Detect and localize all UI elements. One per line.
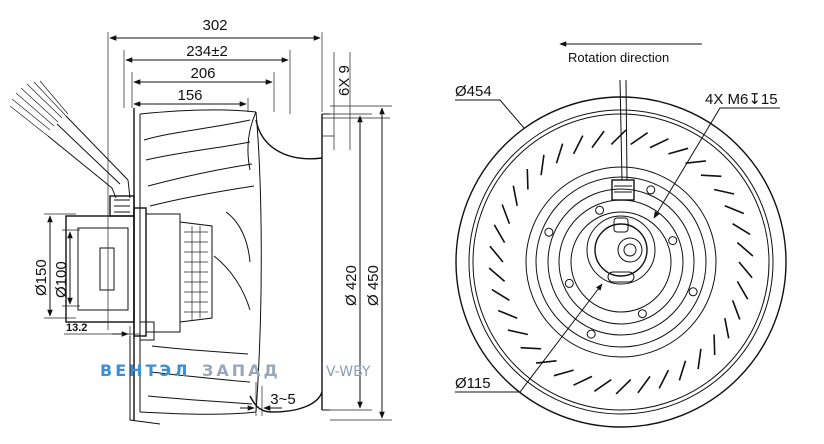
- blade-slot: [649, 138, 669, 149]
- dim-offset-13-2: 13.2: [66, 322, 87, 334]
- blade-slots: [488, 129, 754, 395]
- blade-slot: [724, 205, 745, 215]
- blade-slot: [658, 369, 670, 389]
- dim-dia-100: Ø100: [53, 261, 70, 298]
- blade-slot: [591, 130, 605, 149]
- dim-dia-450: Ø 450: [365, 265, 382, 306]
- hub-hole: [688, 287, 698, 297]
- dim-dia-454: Ø454: [455, 83, 492, 100]
- blade-slot: [520, 346, 542, 350]
- dim-threads: 4X M6↧15: [705, 91, 778, 108]
- blade-slot: [736, 280, 749, 300]
- dim-length-206: 206: [190, 65, 215, 82]
- blade-slot: [593, 378, 612, 392]
- blade-slot: [731, 300, 741, 320]
- blade-slot: [493, 224, 506, 244]
- blade-slot: [713, 188, 735, 195]
- dim-length-156: 156: [177, 87, 202, 104]
- hub-hole: [637, 309, 647, 319]
- hub-slot: [607, 271, 635, 283]
- side-view: 302 234±2 206 156 6X 9 Ø 420 Ø 450 Ø150 …: [9, 17, 392, 425]
- hub-hole: [646, 185, 656, 195]
- side-dimension-lines: [44, 32, 392, 421]
- hub-hole: [595, 205, 605, 215]
- blade-slot: [732, 223, 751, 236]
- hub-holes: [544, 185, 698, 339]
- blade-slot: [512, 185, 518, 206]
- hub-hole: [668, 236, 678, 246]
- blade-slot: [738, 261, 753, 279]
- inlet-ring: [249, 113, 330, 413]
- dim-mount-holes: 6X 9: [336, 65, 353, 96]
- blade-slot: [488, 267, 506, 283]
- hub-hole: [544, 227, 554, 237]
- dim-dia-420: Ø 420: [343, 265, 360, 306]
- hub-key: [613, 217, 629, 233]
- front-view: Rotation direction: [455, 41, 787, 428]
- blade-slot: [678, 360, 687, 381]
- watermark: ВЕНТЭЛ ЗАПАД V-WBY: [100, 361, 371, 380]
- cable-bundle: [9, 80, 135, 217]
- blade-slot: [526, 168, 529, 190]
- dim-impeller-length: 234±2: [186, 43, 228, 60]
- leader-threads: [653, 107, 780, 219]
- blade-slot: [700, 174, 722, 178]
- blade-slot: [724, 318, 730, 339]
- hub-hole: [586, 329, 596, 339]
- front-cable-entry: [611, 79, 635, 201]
- blade-slot: [507, 329, 529, 336]
- blade-slot: [501, 204, 511, 224]
- leader-dia-115: [455, 283, 603, 393]
- hub-hole: [564, 278, 574, 288]
- impeller-blades: [133, 108, 262, 420]
- blade-slot: [555, 143, 564, 164]
- blade-slot: [697, 348, 702, 370]
- blade-slot: [610, 129, 627, 145]
- blade-slot: [630, 132, 649, 146]
- motor-hub: [65, 207, 213, 425]
- watermark-brand-blue: ВЕНТЭЛ: [100, 361, 190, 380]
- blade-slot: [713, 334, 716, 356]
- blade-slot: [536, 360, 557, 364]
- blade-slot: [685, 160, 706, 164]
- blade-slot: [497, 309, 518, 319]
- blade-slot: [572, 135, 584, 155]
- leader-dia-454: [455, 99, 525, 129]
- blade-slot: [637, 375, 651, 394]
- dim-overall-length: 302: [202, 17, 227, 34]
- blade-slot: [668, 147, 689, 155]
- watermark-site: V-WBY: [326, 364, 371, 380]
- dim-dia-115: Ø115: [455, 375, 491, 392]
- blade-slot: [553, 369, 574, 377]
- blade-slot: [540, 154, 545, 176]
- watermark-brand-grey: ЗАПАД: [202, 361, 281, 380]
- dim-gap-3-5: 3~5: [270, 391, 295, 408]
- blade-slot: [615, 379, 632, 395]
- blade-slot: [489, 245, 504, 263]
- blade-slot: [573, 375, 593, 386]
- blade-slot: [736, 241, 754, 257]
- dim-dia-150: Ø150: [33, 259, 50, 296]
- blade-slot: [491, 288, 510, 301]
- rotation-direction-label: Rotation direction: [568, 50, 669, 65]
